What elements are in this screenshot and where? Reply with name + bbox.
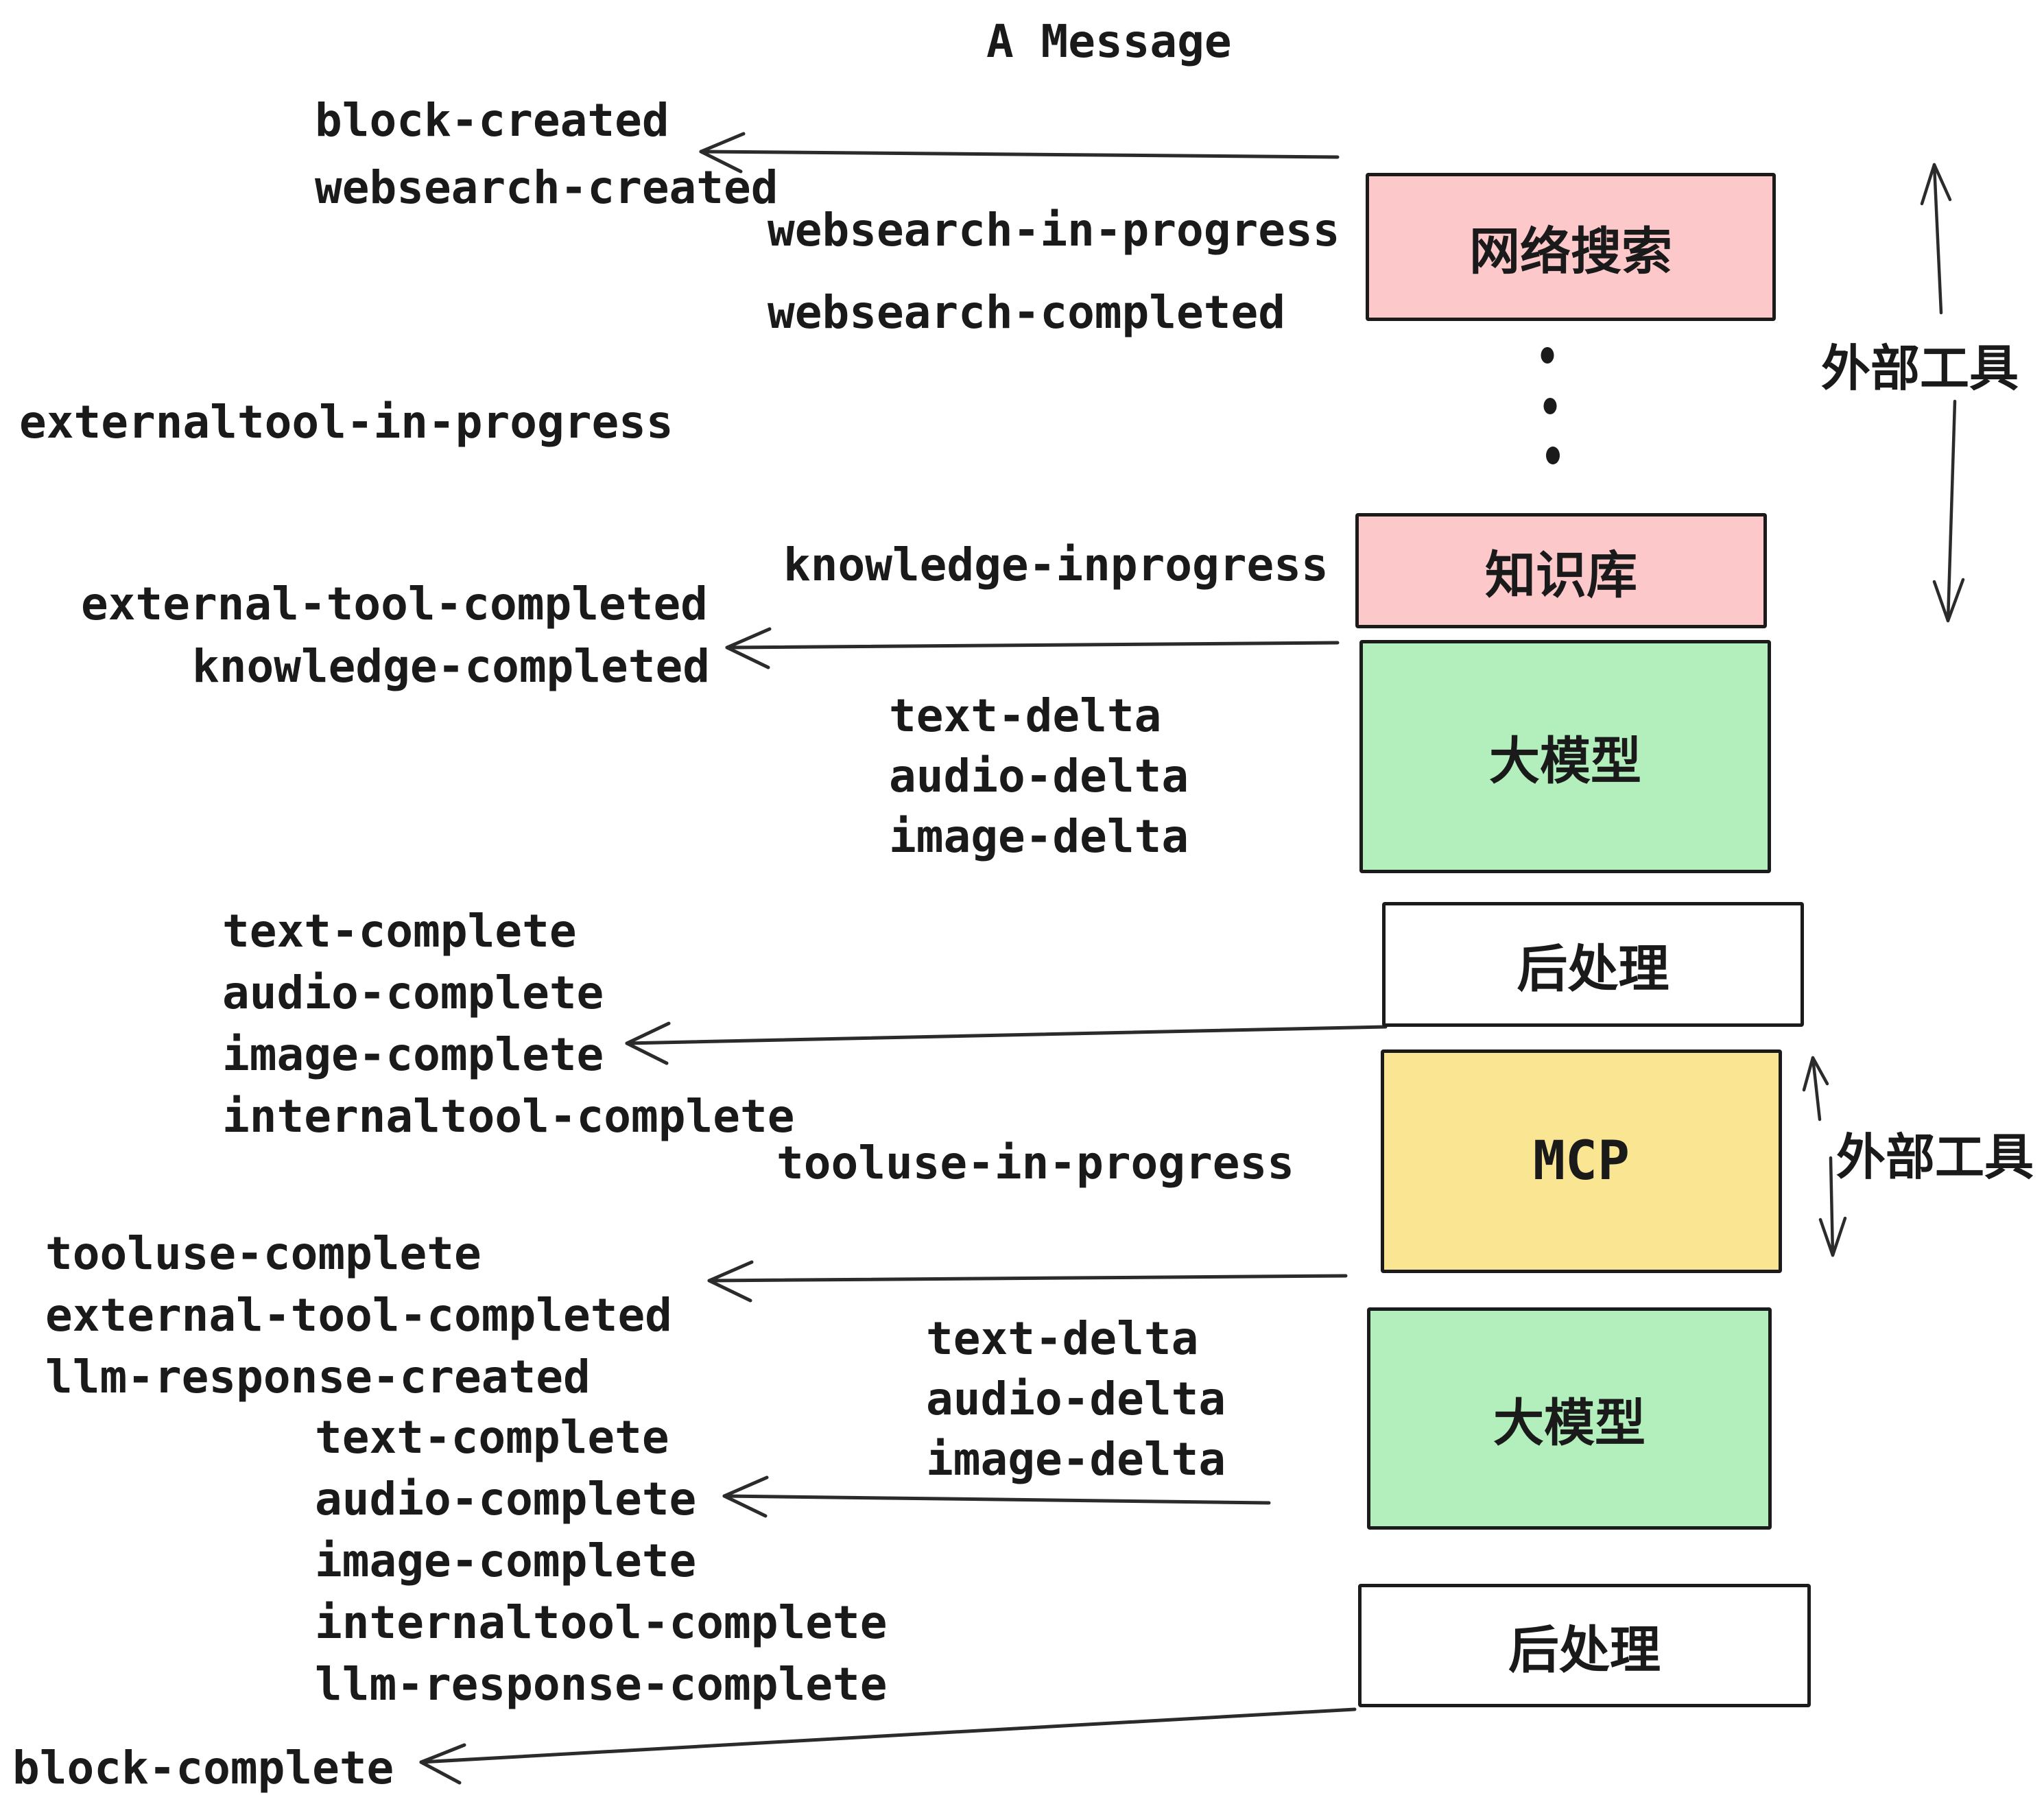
event-label-knowledge-completed: knowledge-completed: [192, 640, 710, 693]
event-label-audio-delta-1: audio-delta: [889, 750, 1189, 803]
event-label-external-tool-completed-1: external-tool-completed: [81, 578, 708, 630]
event-label-externaltool-in-progress: externaltool-in-progress: [19, 396, 674, 449]
event-label-tooluse-complete: tooluse-complete: [45, 1227, 482, 1280]
event-label-text-complete-2: text-complete: [315, 1411, 669, 1464]
box-postprocess-1: 后处理: [1382, 902, 1804, 1027]
arrow-to-block-created: [699, 132, 1340, 174]
box-llm-1: 大模型: [1359, 640, 1771, 873]
event-label-tooluse-in-progress: tooluse-in-progress: [776, 1137, 1294, 1189]
arrow-to-block-complete: [419, 1707, 1357, 1785]
event-label-websearch-completed: websearch-completed: [768, 286, 1285, 339]
event-label-internaltool-complete-1: internaltool-complete: [222, 1090, 795, 1143]
external-tools-down-arrow-2: [1818, 1156, 1847, 1257]
event-label-text-complete-1: text-complete: [222, 905, 577, 958]
external-tools-up-arrow-2: [1802, 1056, 1829, 1121]
box-llm-2: 大模型: [1367, 1307, 1772, 1530]
event-label-external-tool-completed-2: external-tool-completed: [45, 1289, 672, 1342]
event-label-llm-response-complete: llm-response-complete: [315, 1658, 888, 1711]
arrow-to-audio-complete: [722, 1475, 1271, 1518]
page-title: A Message: [986, 15, 1232, 68]
event-label-audio-complete-1: audio-complete: [222, 966, 604, 1019]
box-websearch: 网络搜索: [1366, 173, 1776, 321]
event-label-websearch-created: websearch-created: [315, 161, 779, 214]
external-tools-up-arrow-1: [1920, 163, 1952, 315]
box-knowledge: 知识库: [1355, 513, 1767, 628]
event-label-knowledge-inprogress: knowledge-inprogress: [783, 538, 1329, 591]
arrow-to-tooluse-complete: [707, 1260, 1348, 1303]
box-postprocess-2: 后处理: [1358, 1584, 1811, 1707]
arrow-to-image-complete: [625, 1021, 1388, 1065]
event-label-internaltool-complete-2: internaltool-complete: [315, 1596, 888, 1649]
event-label-websearch-in-progress: websearch-in-progress: [768, 204, 1340, 257]
vertical-ellipsis-icon: [1541, 347, 1560, 464]
event-label-audio-complete-2: audio-complete: [315, 1473, 697, 1526]
event-label-image-complete-2: image-complete: [315, 1534, 697, 1587]
event-label-block-created: block-created: [315, 94, 669, 147]
external-tools-label-1: 外部工具: [1821, 340, 2019, 397]
event-label-audio-delta-2: audio-delta: [926, 1373, 1226, 1425]
external-tools-down-arrow-1: [1932, 399, 1965, 623]
box-mcp: MCP: [1381, 1049, 1782, 1273]
arrow-to-knowledge-completed: [725, 627, 1340, 669]
external-tools-label-2: 外部工具: [1836, 1128, 2034, 1186]
event-label-image-delta-1: image-delta: [889, 810, 1189, 863]
event-label-image-delta-2: image-delta: [926, 1433, 1226, 1486]
event-label-text-delta-1: text-delta: [889, 689, 1162, 742]
event-label-llm-response-created: llm-response-created: [45, 1351, 591, 1403]
event-label-image-complete-1: image-complete: [222, 1028, 604, 1081]
event-label-block-complete: block-complete: [12, 1742, 394, 1794]
event-label-text-delta-2: text-delta: [926, 1312, 1199, 1365]
